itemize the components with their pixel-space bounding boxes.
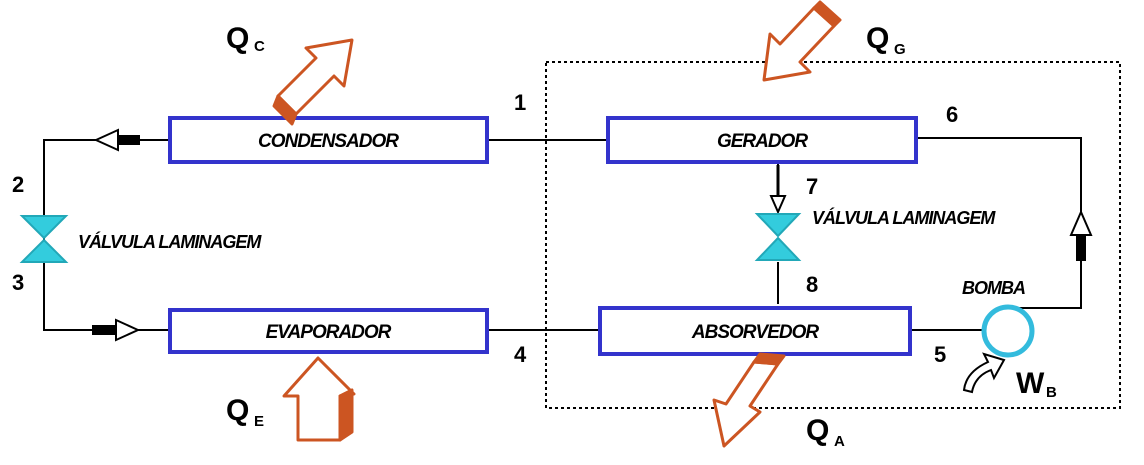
flow-arrow-left-bottom bbox=[92, 318, 141, 342]
flow-arrow-right bbox=[1069, 209, 1093, 261]
evaporador-label: EVAPORADOR bbox=[266, 322, 392, 343]
state-point-7: 7 bbox=[806, 174, 818, 199]
flow-arrow-left-top bbox=[93, 128, 140, 152]
flow-arrow-down-7 bbox=[769, 165, 787, 215]
state-point-6: 6 bbox=[946, 102, 958, 127]
gerador-box bbox=[606, 116, 918, 164]
valve-right-label: VÁLVULA LAMINAGEM bbox=[812, 207, 996, 228]
qg-main: Q bbox=[866, 22, 889, 55]
qe-sub: E bbox=[254, 413, 264, 430]
heat-arrow-qe-icon bbox=[282, 356, 356, 442]
wb-main: W bbox=[1016, 367, 1045, 400]
absorvedor-label: ABSORVEDOR bbox=[691, 322, 819, 343]
state-point-2: 2 bbox=[12, 172, 24, 197]
absorvedor-box bbox=[598, 306, 912, 356]
qc-sub: C bbox=[254, 38, 265, 55]
state-point-3: 3 bbox=[12, 270, 24, 295]
wb-sub: B bbox=[1046, 384, 1057, 401]
heat-arrow-qg-icon bbox=[762, 0, 842, 82]
valve-right-icon bbox=[754, 213, 802, 261]
qe-main: Q bbox=[226, 394, 249, 427]
qa-sub: A bbox=[834, 433, 845, 450]
state-point-4: 4 bbox=[514, 342, 527, 367]
work-arrow-icon bbox=[962, 352, 1006, 394]
absorption-subsystem-boundary bbox=[545, 61, 1121, 409]
gerador-label: GERADOR bbox=[717, 131, 808, 152]
state-point-8: 8 bbox=[806, 272, 818, 297]
condensador-box bbox=[168, 116, 489, 164]
state-point-5: 5 bbox=[934, 342, 946, 367]
valve-left-icon bbox=[19, 215, 69, 263]
qa-main: Q bbox=[806, 414, 829, 447]
qg-sub: G bbox=[894, 41, 906, 58]
evaporador-box bbox=[168, 308, 489, 354]
pump-label: BOMBA bbox=[962, 278, 1025, 298]
state-point-1: 1 bbox=[514, 90, 526, 115]
condensador-label: CONDENSADOR bbox=[258, 131, 399, 152]
pump-icon bbox=[981, 304, 1035, 358]
heat-arrow-qa-icon bbox=[712, 352, 786, 448]
heat-arrow-qc-icon bbox=[272, 38, 354, 126]
valve-left-label: VÁLVULA LAMINAGEM bbox=[78, 231, 262, 252]
qc-main: Q bbox=[226, 22, 249, 55]
